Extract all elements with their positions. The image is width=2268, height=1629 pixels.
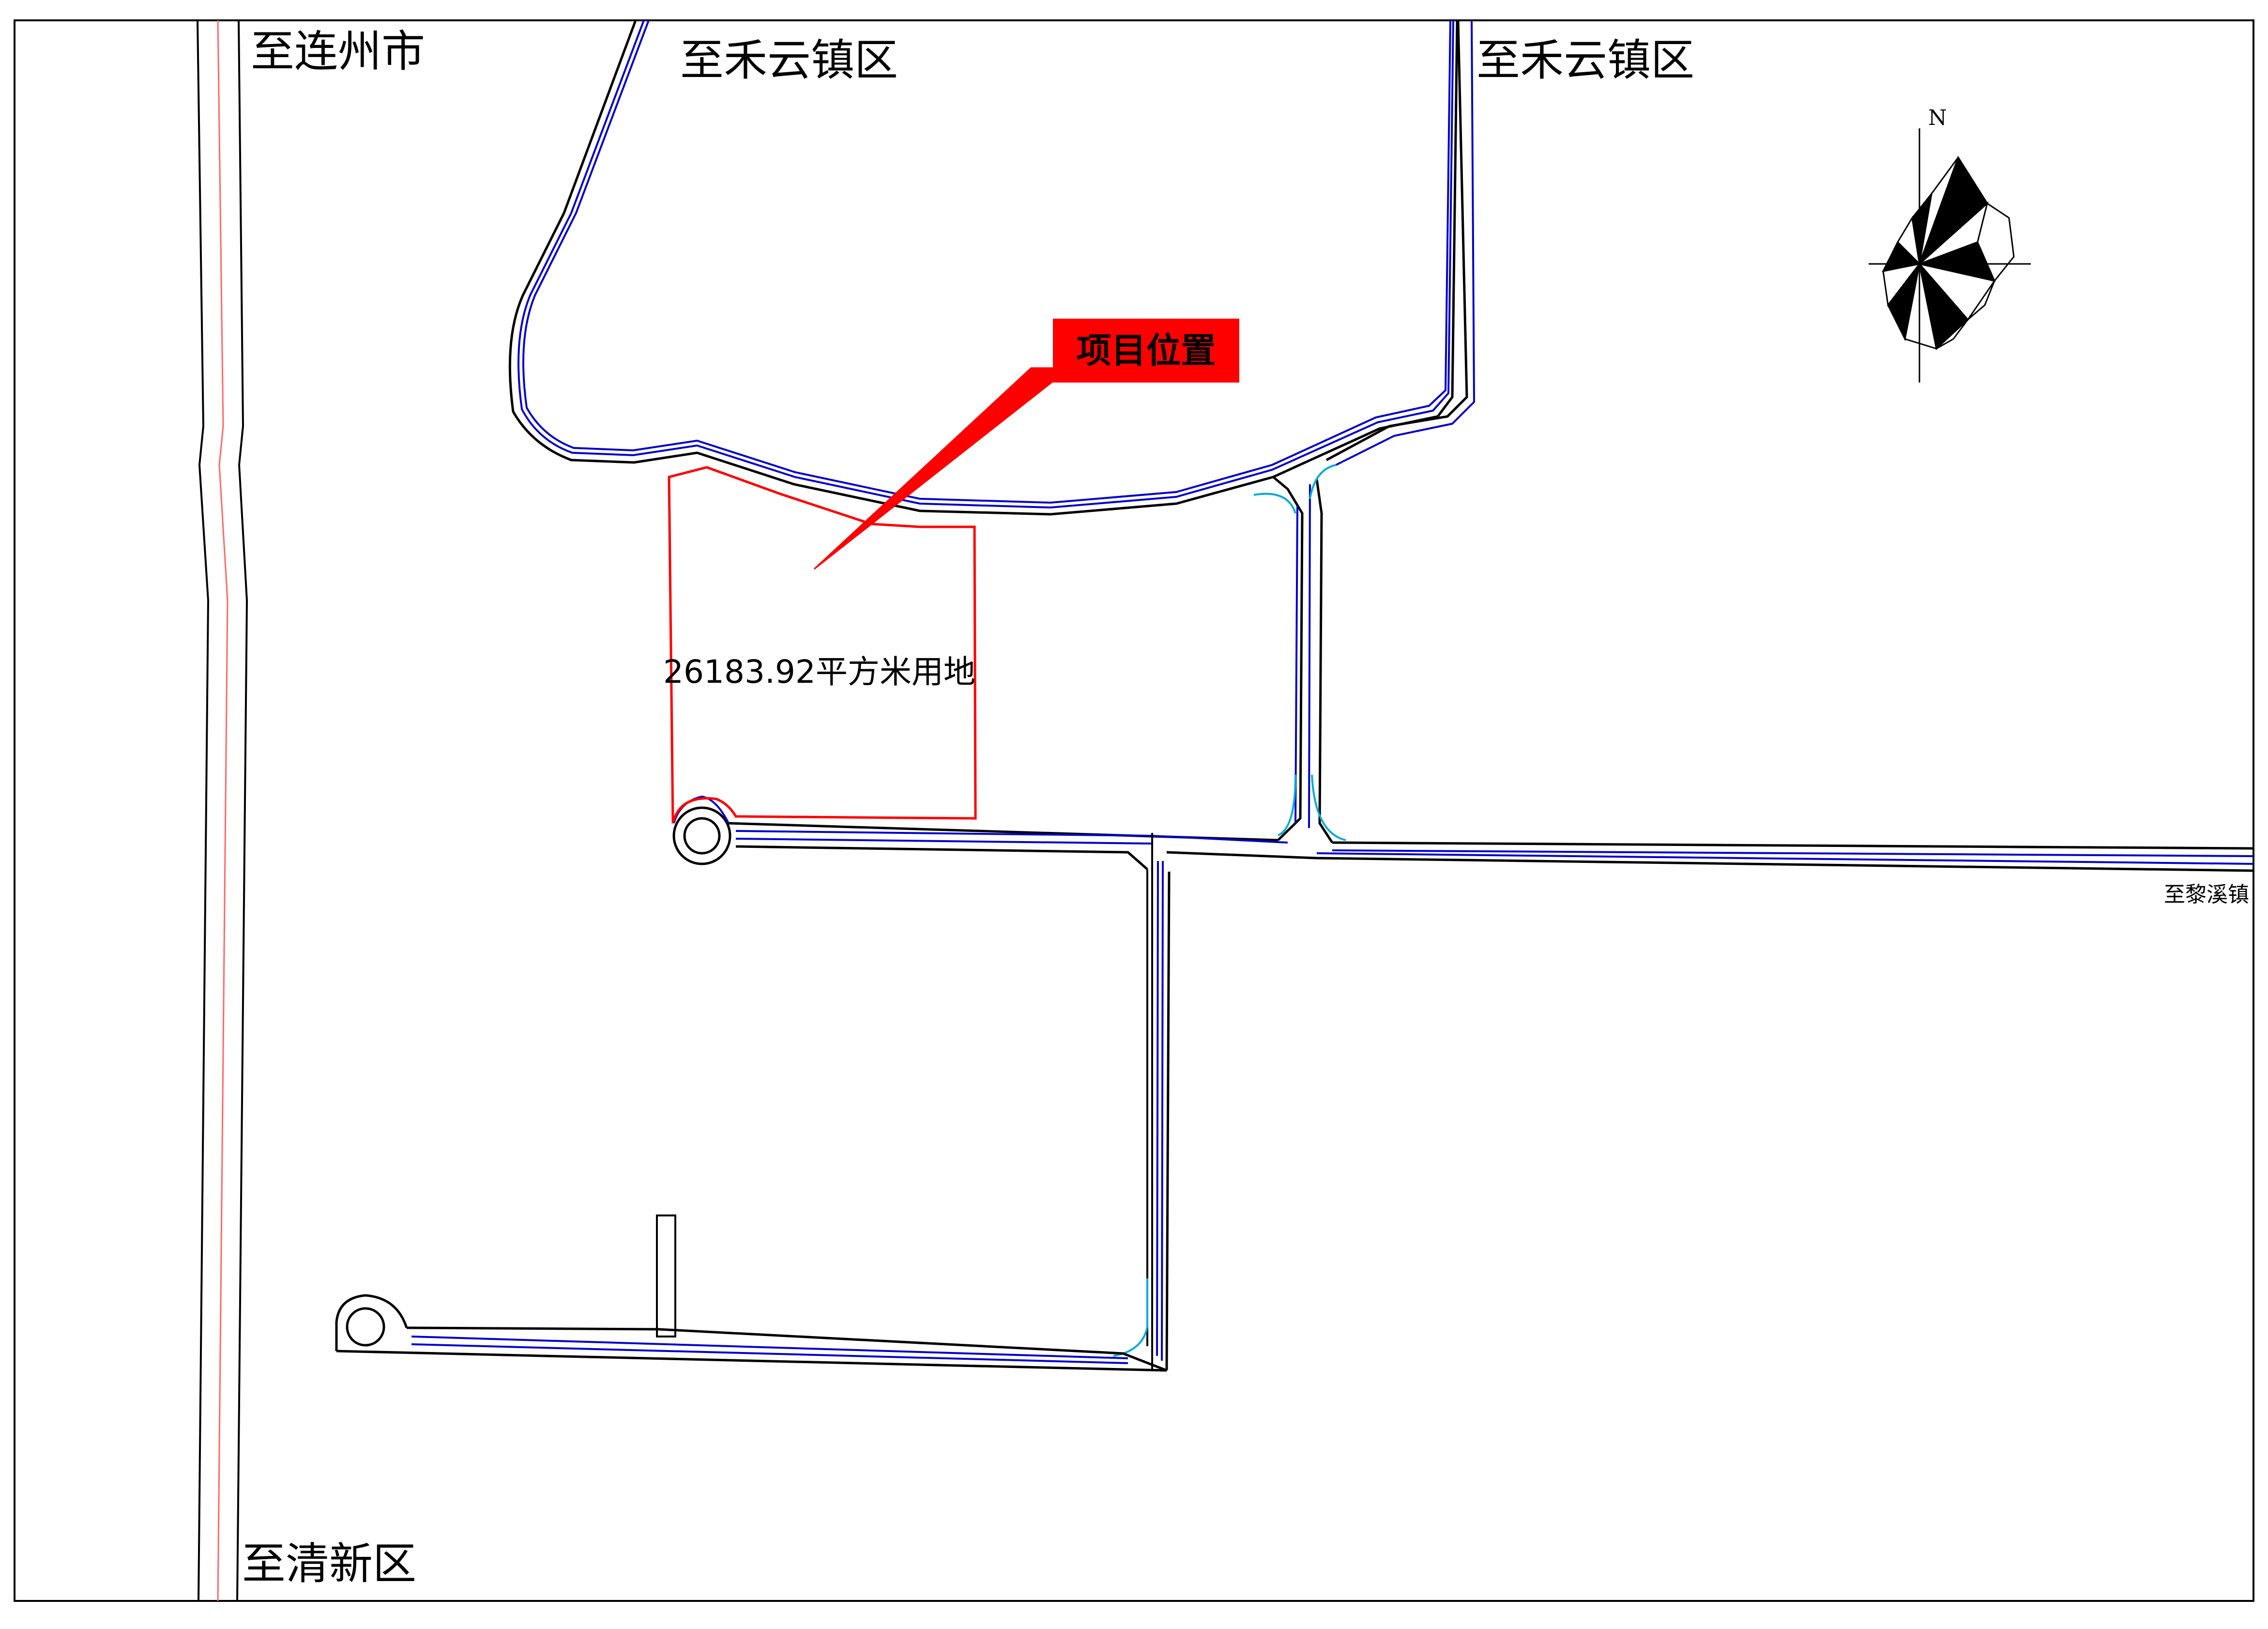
west-highway xyxy=(197,20,248,1601)
label-to-qingxin: 至清新区 xyxy=(242,1538,416,1589)
label-to-lianzhou: 至连州市 xyxy=(251,26,425,77)
junction-north-south-road xyxy=(1253,464,1346,844)
north-letter: N xyxy=(1928,106,1947,130)
project-location-callout: 项目位置 xyxy=(1053,319,1239,383)
north-arrow-icon xyxy=(1869,128,2031,383)
label-to-heyun-right: 至禾云镇区 xyxy=(1476,35,1694,86)
project-boundary xyxy=(668,466,977,824)
east-west-road xyxy=(728,822,2254,1370)
site-area-label: 26183.92平方米用地 xyxy=(663,653,975,691)
label-to-lixi: 至黎溪镇 xyxy=(2164,882,2249,907)
south-connector-road xyxy=(1113,861,1171,1371)
callout-pointer xyxy=(813,367,1072,570)
map-frame xyxy=(14,19,2254,1602)
southwest-road xyxy=(335,1214,1167,1372)
north-curved-road xyxy=(508,20,1476,516)
label-to-heyun-left: 至禾云镇区 xyxy=(680,35,898,86)
